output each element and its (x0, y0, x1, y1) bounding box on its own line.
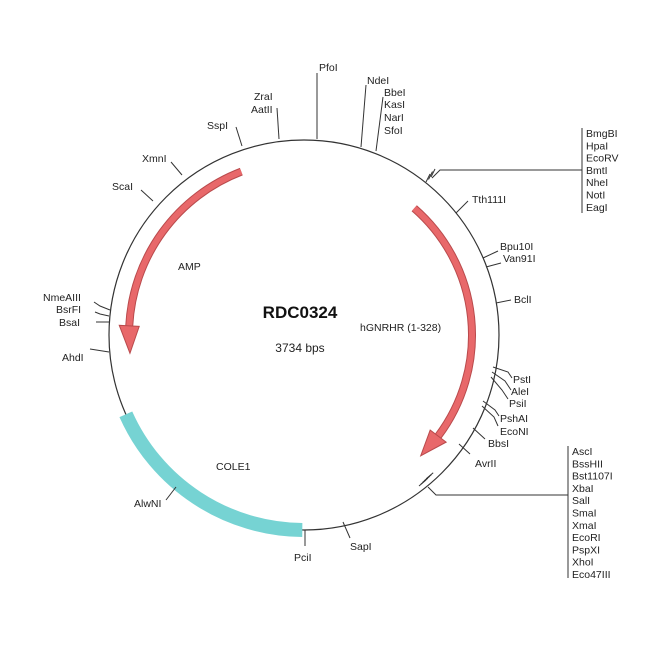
site-tick (485, 262, 502, 268)
site-label-ndei[interactable]: NdeI (367, 75, 389, 87)
site-label-aatii[interactable]: AatII (251, 104, 273, 116)
site-tick (482, 250, 499, 259)
site-label-scai[interactable]: ScaI (112, 181, 133, 193)
site-label-nari[interactable]: NarI (384, 112, 404, 124)
site-label-pfoi[interactable]: PfoI (319, 62, 338, 74)
site-tick (458, 443, 471, 455)
site-label-sspi[interactable]: SspI (207, 120, 228, 132)
site-tick (482, 400, 500, 417)
site-label-tth111i[interactable]: Tth111I (472, 194, 506, 206)
site-label-ahdi[interactable]: AhdI (62, 352, 84, 364)
hgnrhr-arrowhead (419, 429, 448, 457)
site-tick (472, 427, 486, 440)
hgnrhr-arc (412, 205, 475, 438)
site-tick (495, 299, 512, 304)
amp-arc (126, 168, 243, 326)
site-label-bbsi[interactable]: BbsI (488, 438, 509, 450)
cluster-marker (425, 472, 434, 480)
site-label-zrai[interactable]: ZraI (254, 91, 273, 103)
cluster2-site-label[interactable]: PspXI (572, 544, 600, 556)
site-tick (490, 376, 509, 400)
amp-arrowhead (118, 324, 140, 355)
cluster-leader (427, 486, 568, 496)
site-label-bbei[interactable]: BbeI (384, 87, 406, 99)
cluster2-site-label[interactable]: Bst1107I (572, 471, 613, 483)
cluster-leader (431, 169, 582, 179)
site-tick (94, 311, 110, 317)
site-label-pcii[interactable]: PciI (294, 552, 312, 564)
cluster2-site-label[interactable]: SmaI (572, 508, 597, 520)
cluster-marker (428, 171, 433, 180)
site-label-bpu10i[interactable]: Bpu10I (500, 241, 533, 253)
cluster2-site-label[interactable]: Eco47III (572, 569, 611, 581)
cluster2-site-label[interactable]: EcoRI (572, 532, 601, 544)
site-tick (491, 371, 512, 391)
site-tick (481, 405, 499, 427)
cluster1-site-label[interactable]: NheI (586, 177, 608, 189)
feature-label-hgnrhr: hGNRHR (1-328) (360, 322, 441, 334)
site-tick (165, 486, 177, 501)
site-tick (170, 161, 183, 176)
site-label-sfoi[interactable]: SfoI (384, 125, 403, 137)
cluster2-site-label[interactable]: SalI (572, 495, 590, 507)
cluster1-site-label[interactable]: BmgBI (586, 128, 618, 140)
cluster1-site-label[interactable]: EagI (586, 202, 608, 214)
cluster1-site-label[interactable]: HpaI (586, 140, 608, 152)
site-label-alwni[interactable]: AlwNI (134, 498, 161, 510)
site-tick (93, 301, 111, 311)
cluster1-site-label[interactable]: NotI (586, 190, 605, 202)
site-label-econi[interactable]: EcoNI (500, 426, 529, 438)
site-tick (276, 107, 280, 140)
site-tick (89, 348, 110, 353)
feature-label-amp: AMP (178, 261, 201, 273)
site-label-kasi[interactable]: KasI (384, 99, 405, 111)
cluster2-site-label[interactable]: XmaI (572, 520, 597, 532)
site-tick (140, 189, 154, 202)
cluster1-site-label[interactable]: BmtI (586, 165, 608, 177)
site-tick (235, 126, 243, 147)
site-tick (492, 366, 513, 379)
cluster-marker (430, 168, 436, 178)
cole1-arc (119, 411, 303, 537)
site-label-avrii[interactable]: AvrII (475, 458, 496, 470)
site-tick (360, 84, 367, 148)
site-label-bcli[interactable]: BclI (514, 294, 532, 306)
site-label-sapi[interactable]: SapI (350, 541, 372, 553)
plasmid-name: RDC0324 (263, 303, 338, 322)
cluster2-site-label[interactable]: XbaI (572, 483, 594, 495)
site-tick (375, 96, 384, 152)
site-label-bsai[interactable]: BsaI (59, 317, 80, 329)
site-label-nmeaiii[interactable]: NmeAIII (43, 292, 81, 304)
cluster2-site-label[interactable]: AscI (572, 446, 592, 458)
cluster2-site-label[interactable]: XhoI (572, 557, 594, 569)
feature-label-cole1: COLE1 (216, 461, 251, 473)
site-label-pshai[interactable]: PshAI (500, 413, 528, 425)
cluster-marker (425, 173, 431, 183)
site-label-van91i[interactable]: Van91I (503, 253, 536, 265)
site-label-bsrfi[interactable]: BsrFI (56, 304, 81, 316)
site-label-psii[interactable]: PsiI (509, 398, 527, 410)
site-tick (342, 521, 351, 539)
site-label-psti[interactable]: PstI (513, 374, 531, 386)
site-label-alei[interactable]: AleI (511, 386, 529, 398)
site-tick (455, 200, 469, 214)
cluster1-site-label[interactable]: EcoRV (586, 153, 619, 165)
backbone-circle (108, 139, 500, 531)
cluster2-site-label[interactable]: BssHII (572, 458, 603, 470)
plasmid-size: 3734 bps (275, 341, 324, 355)
site-label-xmni[interactable]: XmnI (142, 153, 167, 165)
